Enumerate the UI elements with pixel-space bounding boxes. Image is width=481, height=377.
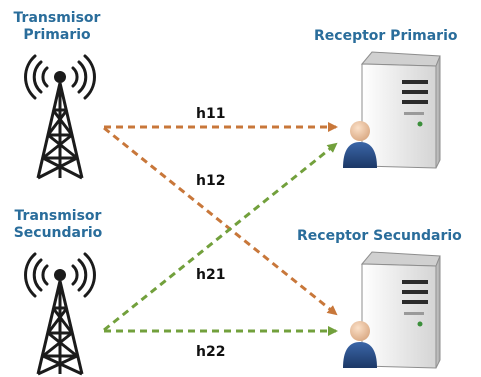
secondary-transmitter-label-line2: Secundario: [13, 225, 103, 241]
link-h21: [103, 142, 338, 332]
secondary-transmitter-label: Transmisor Secundario: [8, 208, 108, 242]
primary-transmitter-label-line2: Primario: [23, 27, 91, 43]
primary-transmitter-antenna-tower-icon: [24, 54, 96, 180]
primary-transmitter-label-line1: Transmisor: [13, 10, 101, 26]
channel-label-h22: h22: [196, 344, 226, 360]
primary-transmitter-label: Transmisor Primario: [12, 10, 102, 44]
secondary-transmitter-antenna-tower-icon: [24, 252, 96, 376]
secondary-transmitter-label-line1: Transmisor: [14, 208, 102, 224]
channel-label-h11: h11: [196, 106, 226, 122]
channel-label-h21: h21: [196, 267, 226, 283]
secondary-receiver-server-with-user-icon: [343, 251, 441, 369]
secondary-receiver-label: Receptor Secundario: [297, 228, 462, 244]
link-h12: [103, 126, 338, 316]
primary-receiver-label: Receptor Primario: [314, 28, 458, 44]
channel-label-h12: h12: [196, 173, 226, 189]
primary-receiver-server-with-user-icon: [343, 51, 441, 169]
